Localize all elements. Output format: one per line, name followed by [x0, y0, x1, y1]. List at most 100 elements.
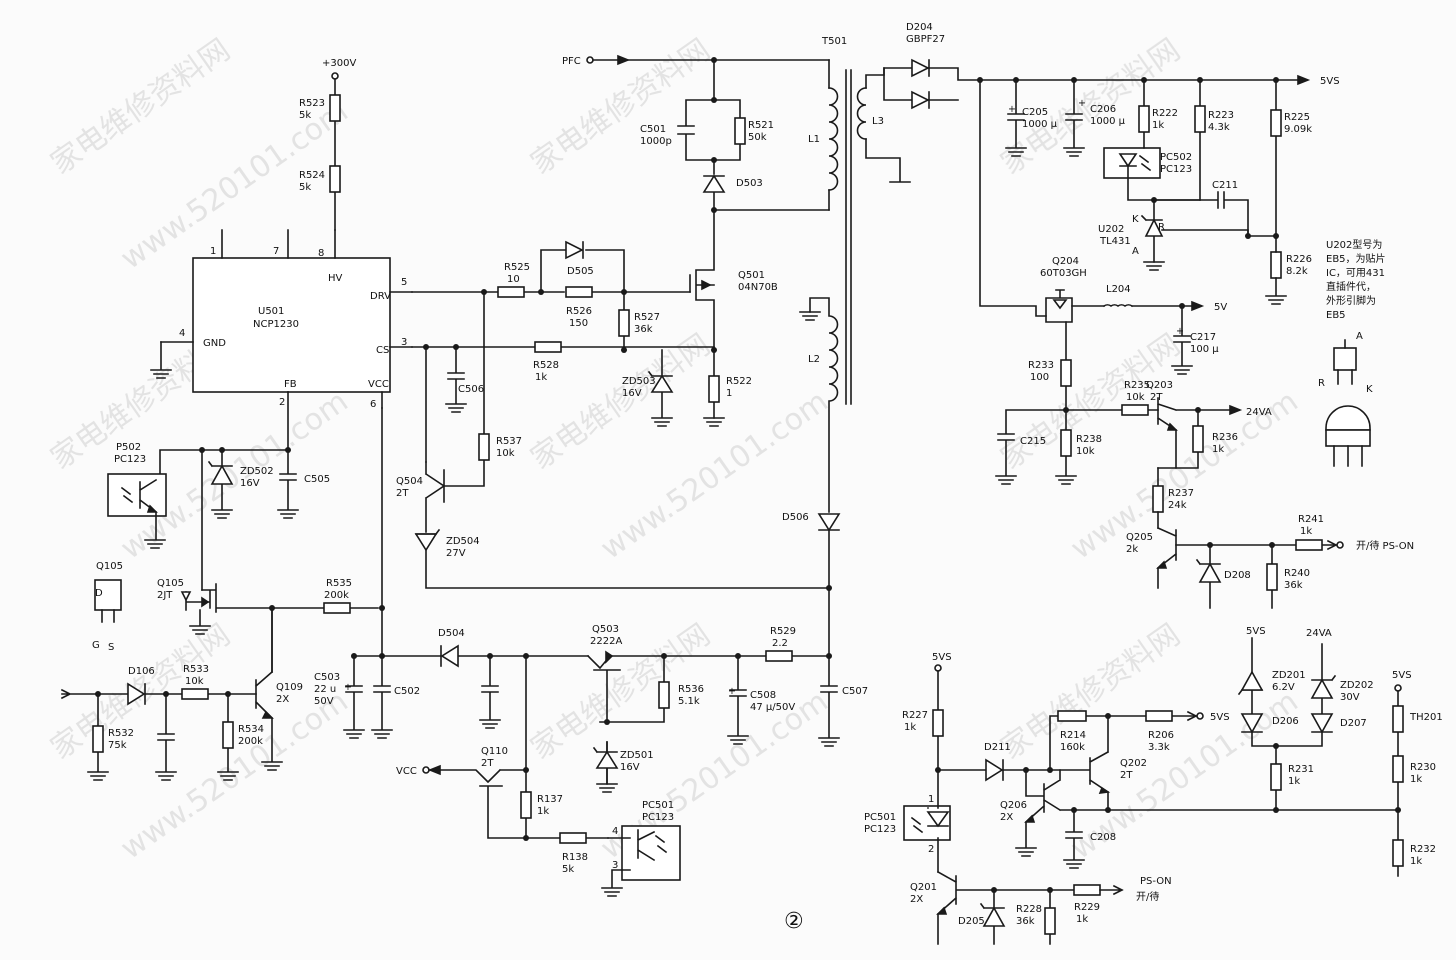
pin-label: D	[95, 588, 103, 599]
part-ref: D207	[1340, 718, 1367, 729]
part-ref: D204	[906, 22, 933, 33]
net-label: 24VA	[1246, 407, 1272, 418]
part-ref: R526	[566, 306, 592, 317]
part-value: 5k	[299, 182, 311, 193]
part-ref: ZD202	[1340, 680, 1374, 691]
part-ref: ZD502	[240, 466, 274, 477]
part-ref: R230	[1410, 762, 1436, 773]
part-ref: R240	[1284, 568, 1310, 579]
part-value: 1000 μ	[1022, 119, 1058, 130]
part-ref: PC502	[1160, 152, 1192, 163]
part-ref: C206	[1090, 104, 1116, 115]
part-value: 1000 μ	[1090, 116, 1126, 127]
part-ref: C217	[1190, 332, 1216, 343]
current-sense: C506 R528 1k R522 1 ZD503 16V	[411, 341, 752, 427]
q105-block: Q105 D G S Q105 2JT R535 200k	[92, 407, 385, 673]
part-value: 8.2k	[1286, 266, 1308, 277]
part-value: 200k	[238, 736, 263, 747]
part-value: 1k	[537, 806, 549, 817]
net-label: +300V	[322, 58, 356, 69]
part-value: 1k	[1076, 914, 1088, 925]
part-ref: ZD504	[446, 536, 480, 547]
note-line: EB5	[1326, 310, 1346, 321]
part-ref: PC501	[642, 800, 674, 811]
part-ref: R524	[299, 170, 325, 181]
net-label: 5VS	[1392, 670, 1412, 681]
part-value: 36k	[1284, 580, 1303, 591]
svg-text:+: +	[1078, 98, 1086, 109]
part-value: 1	[726, 388, 732, 399]
part-ref: C505	[304, 474, 330, 485]
part-value: 100 μ	[1190, 344, 1219, 355]
part-ref: D506	[782, 512, 809, 523]
pin-number: 3	[401, 337, 407, 348]
part-value: 2JT	[157, 590, 173, 601]
transformer-t501: T501 L1 L3 L2 D506	[782, 36, 911, 659]
part-ref: Q105	[96, 561, 123, 572]
part-value: 36k	[1016, 916, 1035, 927]
part-value: 2T	[481, 758, 494, 769]
part-value: 47 μ/50V	[750, 702, 795, 713]
part-ref: ZD503	[622, 376, 656, 387]
pin-number: 2	[928, 844, 934, 855]
q203-24v: C215 R238 10k R235 10k R236 1k Q203 2T 2…	[995, 380, 1272, 529]
part-value: 36k	[634, 324, 653, 335]
part-value: 9.09k	[1284, 124, 1312, 135]
part-value: 150	[569, 318, 588, 329]
part-value: 16V	[622, 388, 642, 399]
svg-text:+: +	[1008, 104, 1016, 115]
pin-label: GND	[203, 338, 226, 349]
net-label: PS-ON	[1140, 876, 1172, 887]
part-ref: R241	[1298, 514, 1324, 525]
pin-number: 4	[179, 328, 185, 339]
part-value: TL431	[1099, 236, 1131, 247]
part-value: 50V	[314, 696, 334, 707]
net-label: 开/待 PS-ON	[1356, 539, 1414, 552]
standby-control: 5VS R227 1k D211 R214 160k R206 3.3k 5VS…	[864, 652, 1401, 945]
part-ref: R222	[1152, 108, 1178, 119]
feedback-opto-p502: P502 PC123 ZD502 16V C505	[107, 391, 330, 591]
part-value: 10	[507, 274, 520, 285]
part-value: 16V	[620, 762, 640, 773]
part-ref: R521	[748, 120, 774, 131]
u202-note: U202型号为 EB5，为贴片 IC，可用431 直插件代， 外形引脚为 EB5…	[1318, 238, 1386, 467]
ic-u501: U501 NCP1230 HV DRV CS GND FB VCC 1 7 8 …	[160, 229, 413, 410]
part-value: 10k	[1126, 392, 1145, 403]
part-ref: R533	[183, 664, 209, 675]
part-value: PC123	[114, 454, 146, 465]
watermark: 家电维修资料网	[525, 32, 717, 181]
q204-5v-switch: Q204 60T03GH L204 5V + C217 100 μ R233 1…	[979, 79, 1227, 411]
part-ref: T501	[821, 36, 847, 47]
primary-snubber: PFC C501 1000p R521 50k D503	[562, 54, 830, 213]
pin-number: 6	[370, 399, 376, 410]
pin-label: DRV	[370, 291, 391, 302]
part-value: 5k	[299, 110, 311, 121]
winding-label: L2	[808, 354, 820, 365]
part-ref: R227	[902, 710, 928, 721]
part-ref: C215	[1020, 436, 1046, 447]
part-ref: R225	[1284, 112, 1310, 123]
note-line: 直插件代，	[1326, 280, 1376, 293]
part-value: 30V	[1340, 692, 1360, 703]
net-label: 5VS	[932, 652, 952, 663]
sheet-number: ②	[784, 909, 804, 934]
part-ref: R529	[770, 626, 796, 637]
part-value: 2T	[396, 488, 409, 499]
part-ref: C502	[394, 686, 420, 697]
part-value: 3.3k	[1148, 742, 1170, 753]
q504-clamp: R537 10k Q504 2T ZD504 27V	[396, 291, 830, 589]
svg-text:+: +	[1176, 326, 1184, 337]
part-ref: D205	[958, 916, 985, 927]
part-ref: R229	[1074, 902, 1100, 913]
part-ref: Q204	[1052, 256, 1079, 267]
part-value: 1k	[904, 722, 916, 733]
part-value: 2X	[1000, 812, 1013, 823]
svg-text:+: +	[344, 682, 352, 693]
part-ref: C508	[750, 690, 776, 701]
part-value: 2X	[910, 894, 923, 905]
part-ref: D211	[984, 742, 1011, 753]
part-ref: D503	[736, 178, 763, 189]
gate-drive: R525 10 D505 R526 150 R527 36k Q501 04N7…	[411, 209, 778, 351]
part-ref: Q110	[481, 746, 508, 757]
